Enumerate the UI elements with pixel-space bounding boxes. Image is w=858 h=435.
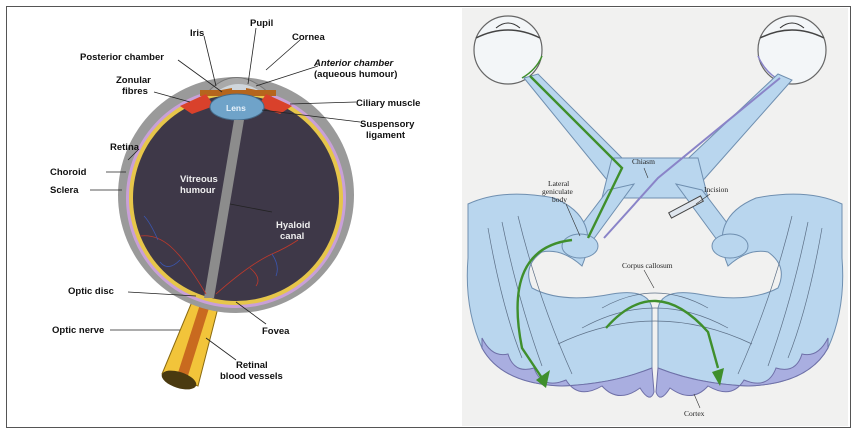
label-posterior-chamber: Posterior chamber bbox=[80, 52, 164, 63]
right-lateral-geniculate-body bbox=[712, 234, 748, 258]
label-optic-disc: Optic disc bbox=[68, 286, 114, 297]
label-zonular-fibres-2: fibres bbox=[122, 86, 148, 97]
label-ciliary-muscle: Ciliary muscle bbox=[356, 98, 420, 109]
label-sclera: Sclera bbox=[50, 185, 79, 196]
label-corpus-callosum: Corpus callosum bbox=[622, 261, 673, 270]
label-aqueous-humour: (aqueous humour) bbox=[314, 69, 397, 80]
label-retina: Retina bbox=[110, 142, 140, 153]
label-retinal-1: Retinal bbox=[236, 360, 268, 371]
label-vitreous-2: humour bbox=[180, 185, 216, 196]
eye-anatomy-diagram: Pupil Iris Cornea Posterior chamber Ante… bbox=[10, 10, 450, 420]
label-pupil: Pupil bbox=[250, 18, 273, 29]
label-incision: Incision bbox=[704, 185, 728, 194]
label-chiasm: Chiasm bbox=[632, 157, 655, 166]
label-suspensory-1: Suspensory bbox=[360, 119, 415, 130]
right-eyeball bbox=[758, 16, 826, 84]
label-optic-nerve: Optic nerve bbox=[52, 325, 104, 336]
left-eyeball bbox=[474, 16, 542, 84]
visual-pathway-diagram: Chiasm Lateral geniculate body Incision … bbox=[462, 8, 848, 426]
label-hyaloid-2: canal bbox=[280, 231, 304, 242]
label-retinal-2: blood vessels bbox=[220, 371, 283, 382]
label-suspensory-2: ligament bbox=[366, 130, 406, 141]
label-lens: Lens bbox=[226, 103, 246, 113]
label-lateral-geniculate-3: body bbox=[552, 195, 567, 204]
label-iris: Iris bbox=[190, 28, 204, 39]
label-cornea: Cornea bbox=[292, 32, 325, 43]
label-hyaloid-1: Hyaloid bbox=[276, 220, 311, 231]
label-choroid: Choroid bbox=[50, 167, 87, 178]
label-anterior-chamber: Anterior chamber bbox=[313, 58, 394, 69]
label-cortex: Cortex bbox=[684, 409, 705, 418]
label-vitreous-1: Vitreous bbox=[180, 174, 218, 185]
left-lateral-geniculate-body bbox=[562, 234, 598, 258]
label-fovea: Fovea bbox=[262, 326, 290, 337]
label-zonular-fibres-1: Zonular bbox=[116, 75, 151, 86]
